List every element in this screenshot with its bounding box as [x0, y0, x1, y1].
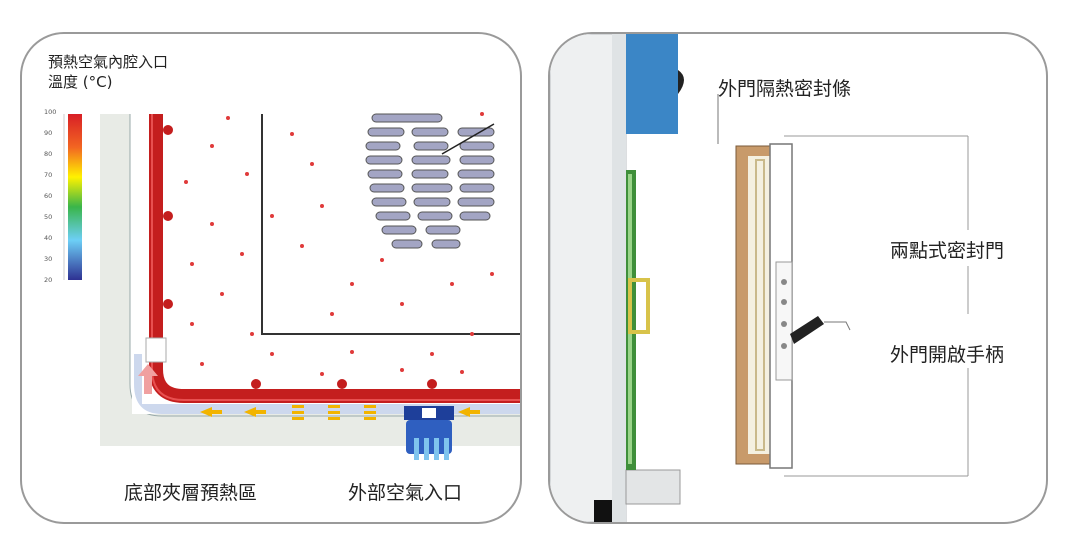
- outer-air-inlet-fan: [404, 406, 454, 460]
- duct-heat-node: [163, 211, 173, 221]
- rising-air-arrow: [138, 364, 158, 394]
- temperature-scale-bar: [68, 114, 82, 280]
- label-outer-door-seal-strip: 外門隔熱密封條: [718, 78, 852, 100]
- scale-tick: 30: [44, 255, 53, 263]
- fan-area-bg: [132, 114, 520, 414]
- scale-tick: 60: [44, 192, 53, 200]
- label-two-point-seal-door: 兩點式密封門: [890, 240, 1005, 262]
- legend-title-line2: 溫度 (°C): [48, 73, 113, 91]
- bottom-base-block: [625, 469, 681, 505]
- duct-heat-node: [427, 379, 437, 389]
- legend-title-line1: 預熱空氣內腔入口: [48, 53, 169, 71]
- label-outer-door-handle: 外門開啟手柄: [890, 344, 1005, 366]
- body-latch: [628, 278, 650, 334]
- scale-tick: 40: [44, 234, 53, 242]
- label-bottom-interlayer: 底部夾層預熱區: [124, 482, 258, 504]
- scale-tick: 50: [44, 213, 53, 221]
- left-panel-airflow: 預熱空氣內腔入口 溫度 (°C) 100 90 80 70 60 50 40 3…: [20, 32, 522, 524]
- duct-heat-node: [163, 299, 173, 309]
- scale-tick: 70: [44, 171, 53, 179]
- right-panel-door: 外門隔熱密封條 兩點式密封門 外門開啟手柄: [548, 32, 1048, 524]
- door-handle-graphic: [790, 316, 824, 344]
- door-glass: [748, 156, 770, 454]
- scale-tick: 100: [44, 108, 57, 116]
- airflow-drawing: [63, 112, 520, 460]
- duct-heat-node: [163, 125, 173, 135]
- cool-air-channel: [134, 354, 520, 414]
- hot-air-duct: [149, 114, 520, 403]
- hot-particles: [184, 112, 494, 376]
- duct-heat-node: [337, 379, 347, 389]
- duct-heat-nodes: [163, 125, 437, 389]
- scale-tick: 20: [44, 276, 53, 284]
- scale-tick: 90: [44, 129, 53, 137]
- corner-vent: [145, 337, 167, 363]
- top-control-block: [626, 34, 678, 134]
- duct-heat-node: [251, 379, 261, 389]
- convection-fan: [365, 113, 495, 249]
- intake-flow-arrows: [200, 405, 480, 420]
- door-drawing: [550, 34, 969, 522]
- inner-cavity-wall: [261, 114, 520, 335]
- label-outer-air-inlet: 外部空氣入口: [348, 482, 463, 504]
- scale-tick: 80: [44, 150, 53, 158]
